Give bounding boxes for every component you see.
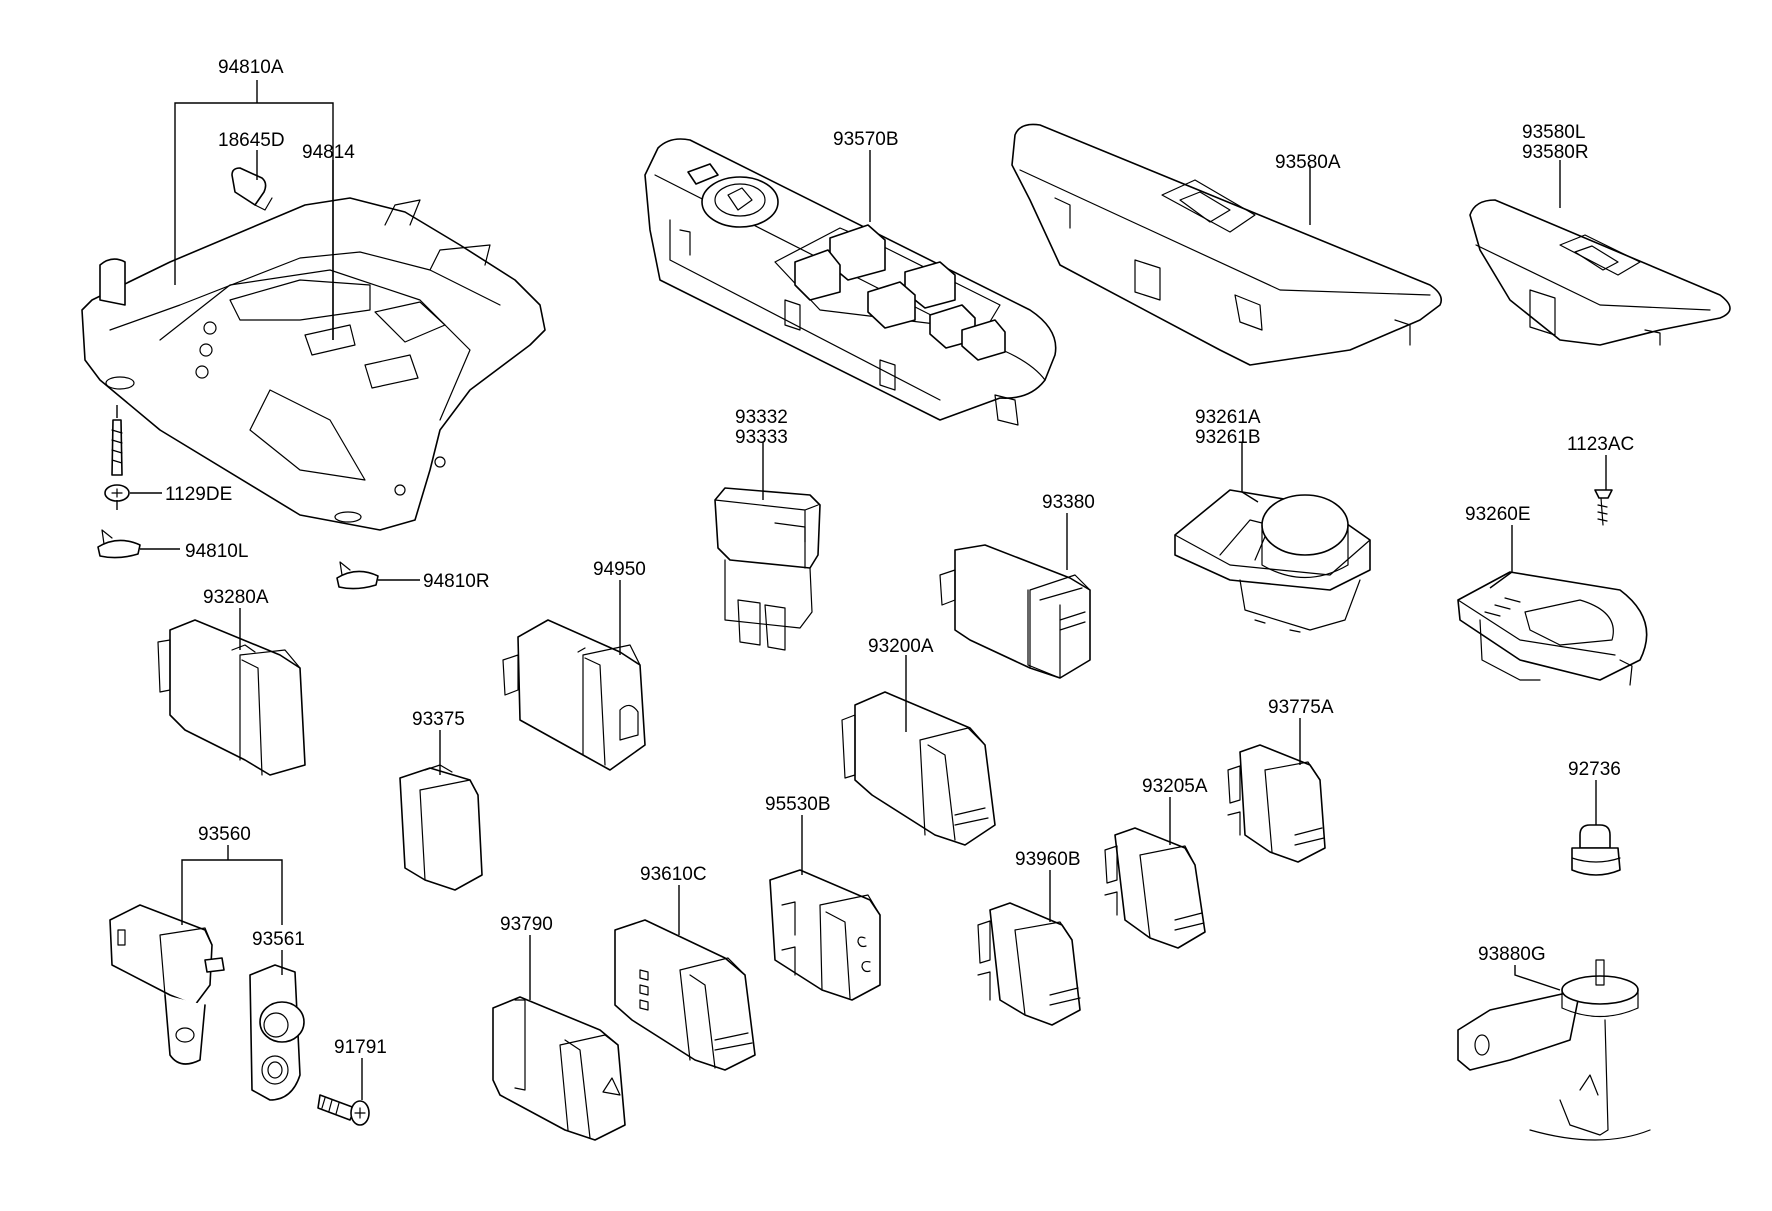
screw-91791 bbox=[317, 1094, 370, 1126]
window-switch-93580l-r bbox=[1469, 199, 1731, 346]
label-18645d: 18645D bbox=[218, 130, 285, 151]
label-93960b: 93960B bbox=[1015, 849, 1081, 870]
door-switch-93561 bbox=[249, 964, 305, 1101]
label-93580r: 93580R bbox=[1522, 142, 1589, 163]
label-93333: 93333 bbox=[735, 427, 788, 448]
switch-93775a bbox=[1227, 744, 1326, 863]
switch-93380 bbox=[939, 544, 1091, 679]
switch-93205a bbox=[1104, 827, 1206, 949]
label-93560: 93560 bbox=[198, 824, 251, 845]
label-94810a: 94810A bbox=[218, 57, 284, 78]
hazard-switch-93790 bbox=[492, 996, 626, 1141]
label-93610c: 93610C bbox=[640, 864, 707, 885]
bezel-93260e bbox=[1457, 571, 1648, 686]
label-93260e: 93260E bbox=[1465, 504, 1531, 525]
part-labels: 94810A 18645D 94814 1129DE 94810L 94810R… bbox=[165, 57, 1634, 1058]
label-93205a: 93205A bbox=[1142, 776, 1208, 797]
bracket-93880g bbox=[1457, 959, 1651, 1141]
bulb-18645d bbox=[231, 167, 273, 211]
label-1123ac: 1123AC bbox=[1567, 434, 1634, 455]
switch-93375 bbox=[399, 764, 483, 891]
switch-93610c bbox=[614, 919, 756, 1071]
label-93570b: 93570B bbox=[833, 129, 899, 150]
label-93880g: 93880G bbox=[1478, 944, 1546, 965]
label-94950: 94950 bbox=[593, 559, 646, 580]
label-1129de: 1129DE bbox=[165, 484, 232, 505]
clip-94810r bbox=[336, 561, 379, 590]
switch-93960b bbox=[977, 902, 1081, 1026]
switch-93280a bbox=[157, 619, 306, 776]
screw-1123ac bbox=[1594, 489, 1613, 526]
label-94814: 94814 bbox=[302, 142, 355, 163]
console-bezel-94810a bbox=[81, 197, 546, 531]
label-93775a: 93775A bbox=[1268, 697, 1334, 718]
switch-93332 bbox=[714, 487, 821, 651]
label-93380: 93380 bbox=[1042, 492, 1095, 513]
knob-switch-93261a bbox=[1174, 489, 1371, 633]
switch-95530b bbox=[769, 869, 881, 1001]
label-92736: 92736 bbox=[1568, 759, 1621, 780]
label-93332: 93332 bbox=[735, 407, 788, 428]
label-93580a: 93580A bbox=[1275, 152, 1341, 173]
sensor-92736 bbox=[1571, 824, 1621, 876]
door-switch-93560 bbox=[109, 904, 225, 1065]
label-93261a: 93261A bbox=[1195, 407, 1261, 428]
label-93261b: 93261B bbox=[1195, 427, 1261, 448]
window-switch-panel-93580a bbox=[1011, 123, 1443, 366]
label-95530b: 95530B bbox=[765, 794, 831, 815]
label-93375: 93375 bbox=[412, 709, 465, 730]
switch-93200a bbox=[841, 691, 996, 846]
label-93200a: 93200A bbox=[868, 636, 934, 657]
switch-94950 bbox=[502, 619, 646, 771]
label-91791: 91791 bbox=[334, 1037, 387, 1058]
clip-94810l bbox=[97, 529, 141, 559]
label-94810l: 94810L bbox=[185, 541, 248, 562]
leader-lines bbox=[130, 80, 1607, 1100]
label-94810r: 94810R bbox=[423, 571, 490, 592]
label-93790: 93790 bbox=[500, 914, 553, 935]
screw-1129de bbox=[104, 405, 130, 510]
label-93580l: 93580L bbox=[1522, 122, 1585, 143]
window-switch-93570b bbox=[644, 138, 1057, 426]
label-93561: 93561 bbox=[252, 929, 305, 950]
label-93280a: 93280A bbox=[203, 587, 269, 608]
